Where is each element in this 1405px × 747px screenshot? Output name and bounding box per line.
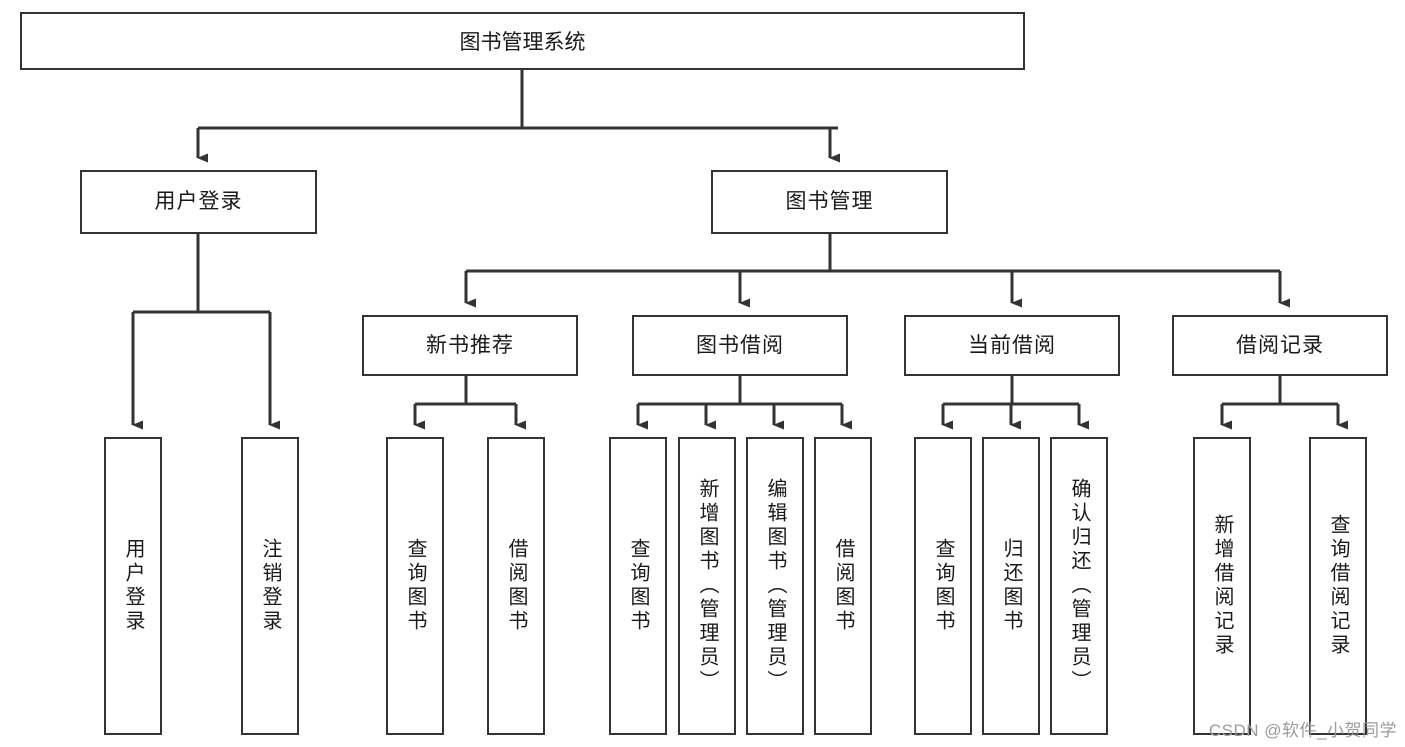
node-label: 查询图书 — [404, 538, 426, 634]
node-current-borrow[interactable]: 当前借阅 — [904, 315, 1120, 376]
leaf-current-borrow-confirm-return[interactable]: 确认归还（管理员） — [1050, 437, 1108, 735]
node-label: 查询图书 — [627, 538, 649, 634]
leaf-book-borrow-add[interactable]: 新增图书（管理员） — [678, 437, 736, 735]
node-label: 新增借阅记录 — [1211, 514, 1233, 658]
leaf-borrow-record-add[interactable]: 新增借阅记录 — [1193, 437, 1251, 735]
node-book-borrow[interactable]: 图书借阅 — [632, 315, 848, 376]
leaf-book-borrow-edit[interactable]: 编辑图书（管理员） — [746, 437, 804, 735]
node-label: 新增图书（管理员） — [696, 478, 718, 694]
node-label: 查询图书 — [932, 538, 954, 634]
node-label: 归还图书 — [1000, 538, 1022, 634]
leaf-borrow-record-query[interactable]: 查询借阅记录 — [1309, 437, 1367, 735]
node-book-management[interactable]: 图书管理 — [711, 170, 948, 234]
node-label: 编辑图书（管理员） — [764, 478, 786, 694]
node-new-book-recommend[interactable]: 新书推荐 — [362, 315, 578, 376]
node-label: 确认归还（管理员） — [1068, 478, 1090, 694]
leaf-book-borrow-query[interactable]: 查询图书 — [609, 437, 667, 735]
node-label: 借阅图书 — [832, 538, 854, 634]
node-label: 当前借阅 — [968, 333, 1056, 357]
leaf-book-borrow-borrow[interactable]: 借阅图书 — [814, 437, 872, 735]
leaf-user-login-signout[interactable]: 注销登录 — [241, 437, 299, 735]
node-label: 图书借阅 — [696, 333, 784, 357]
leaf-new-book-query[interactable]: 查询图书 — [386, 437, 444, 735]
node-label: 图书管理系统 — [459, 31, 586, 54]
node-user-login[interactable]: 用户登录 — [80, 170, 317, 234]
leaf-current-borrow-return[interactable]: 归还图书 — [982, 437, 1040, 735]
node-label: 用户登录 — [154, 190, 243, 214]
leaf-new-book-borrow[interactable]: 借阅图书 — [487, 437, 545, 735]
node-label: 查询借阅记录 — [1327, 514, 1349, 658]
node-label: 图书管理 — [785, 190, 874, 214]
leaf-user-login-signin[interactable]: 用户登录 — [104, 437, 162, 735]
leaf-current-borrow-query[interactable]: 查询图书 — [914, 437, 972, 735]
node-borrow-record[interactable]: 借阅记录 — [1172, 315, 1388, 376]
node-label: 借阅记录 — [1236, 333, 1324, 357]
node-label: 借阅图书 — [505, 538, 527, 634]
node-label: 注销登录 — [259, 538, 281, 634]
node-root-book-management-system[interactable]: 图书管理系统 — [20, 12, 1025, 70]
node-label: 用户登录 — [122, 538, 144, 634]
csdn-watermark: CSDN @软件_小贺同学 — [1208, 721, 1397, 740]
node-label: 新书推荐 — [426, 333, 514, 357]
